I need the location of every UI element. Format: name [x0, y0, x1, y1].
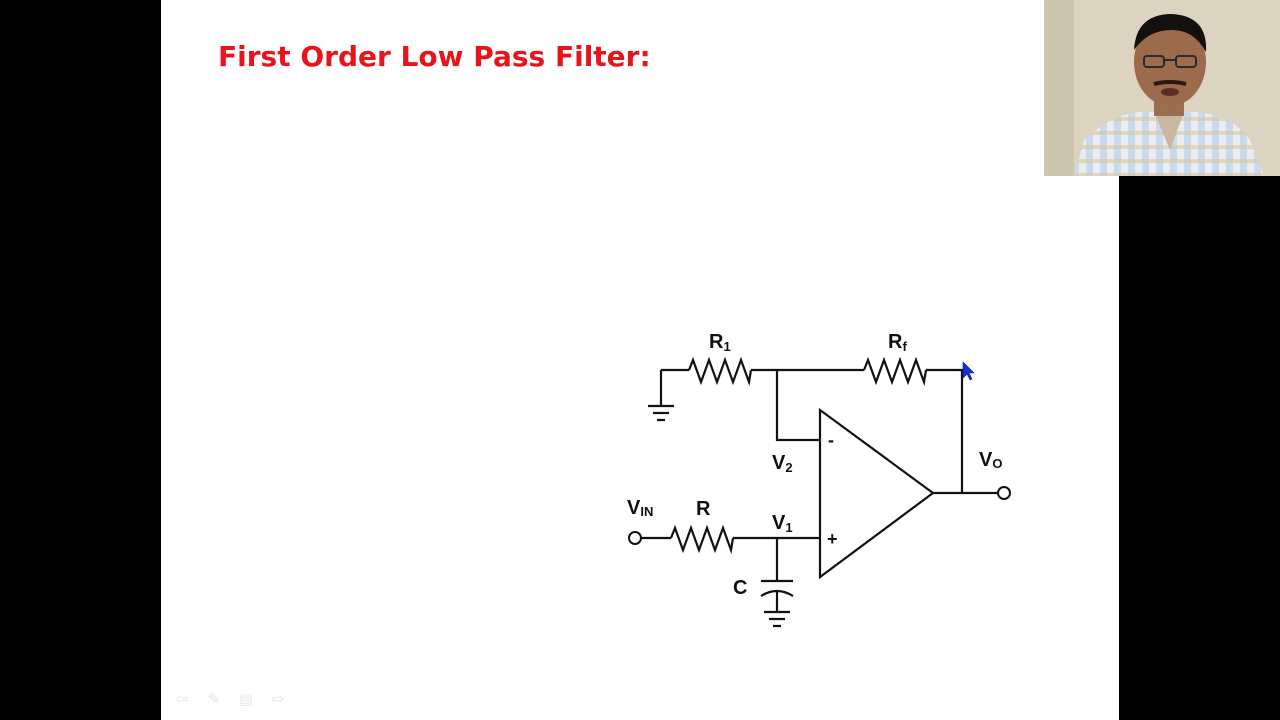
- label-plus: +: [827, 529, 838, 549]
- op-amp: [818, 407, 935, 580]
- menu-icon[interactable]: ▤: [238, 690, 254, 708]
- presenter-webcam: [1044, 0, 1280, 176]
- resistor-r1: [687, 356, 753, 387]
- cursor-pointer-icon: [962, 361, 975, 381]
- resistor-r: [669, 524, 735, 555]
- low-pass-filter-circuit-diagram: R1 Rf - V2 VO VIN R V1 + C: [627, 331, 1011, 628]
- slide-title: First Order Low Pass Filter:: [218, 40, 651, 73]
- label-rf: Rf: [888, 331, 907, 354]
- label-minus: -: [828, 430, 834, 450]
- feedback-wire: [926, 368, 964, 493]
- label-r: R: [696, 498, 711, 520]
- label-r1: R1: [709, 331, 731, 354]
- label-vin: VIN: [627, 497, 653, 519]
- label-v1: V1: [772, 512, 793, 535]
- back-arrow-icon[interactable]: ⇦: [175, 690, 189, 708]
- r1-ground-symbol: [648, 404, 674, 422]
- pen-icon[interactable]: ✎: [207, 690, 221, 708]
- capacitor-ground-symbol: [764, 610, 790, 628]
- resistor-rf: [862, 356, 928, 387]
- capacitor-c: [760, 579, 794, 612]
- slide: First Order Low Pass Filter:: [161, 0, 1119, 720]
- vo-terminal: [997, 486, 1011, 500]
- inverting-input-wire: [775, 370, 820, 442]
- vin-terminal: [628, 531, 642, 545]
- label-vo: VO: [979, 449, 1002, 471]
- label-v2: V2: [772, 452, 793, 475]
- forward-arrow-icon[interactable]: ⇨: [271, 690, 285, 708]
- slideshow-controls: ⇦ ✎ ▤ ⇨: [171, 690, 289, 708]
- label-c: C: [733, 577, 747, 599]
- presenter-video-icon: [1044, 0, 1280, 176]
